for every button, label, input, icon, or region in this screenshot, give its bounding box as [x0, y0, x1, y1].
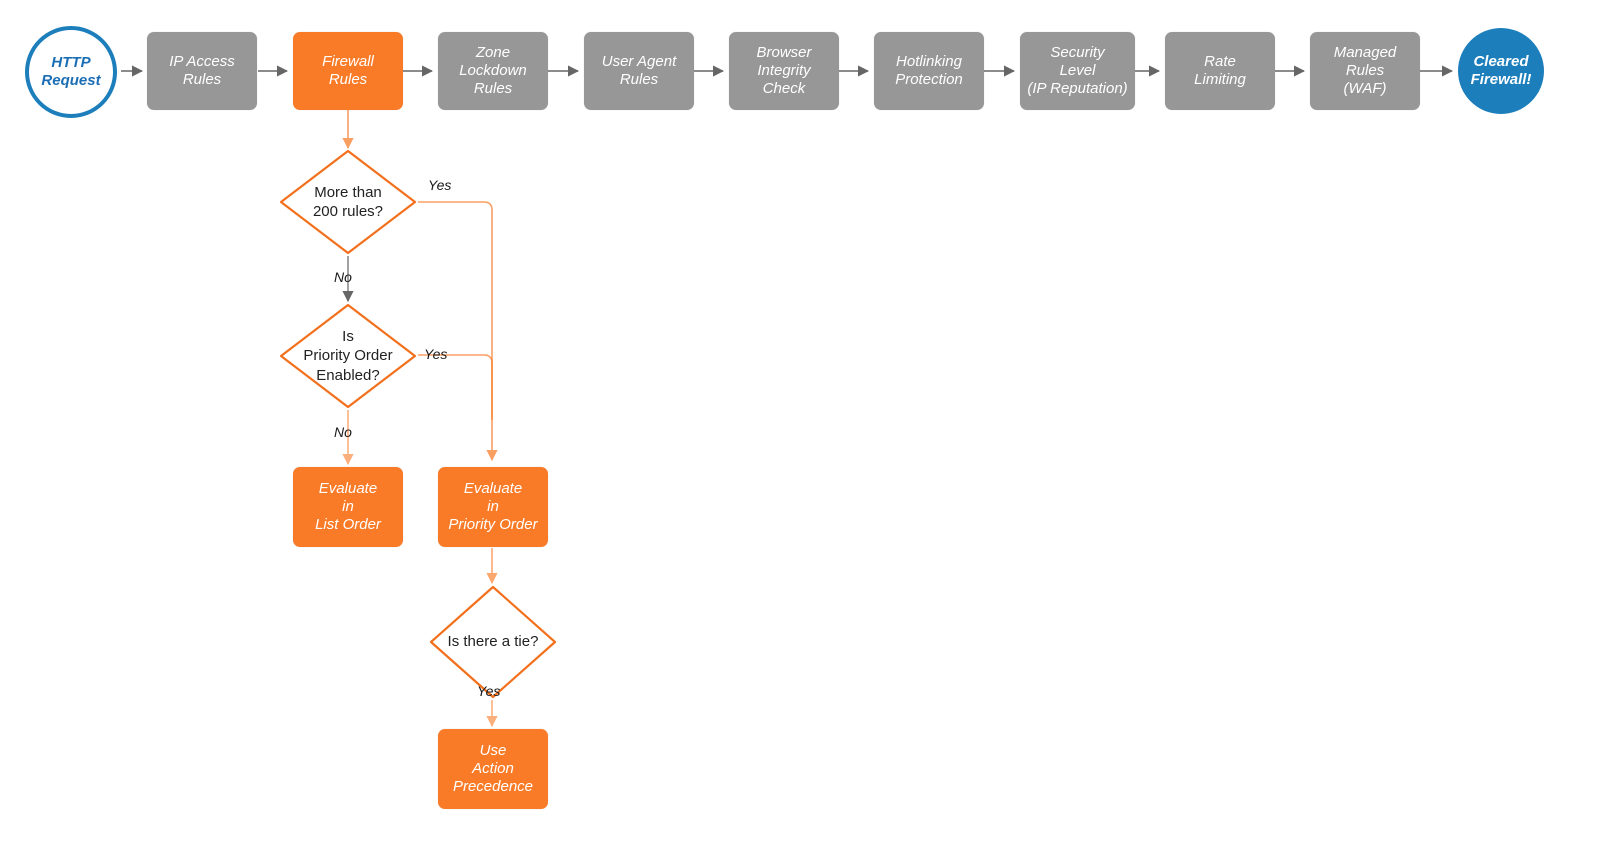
node-evaluate-list-order-label: Evaluate in List Order — [315, 479, 381, 534]
decision-rule-count[interactable]: More than 200 rules? — [278, 148, 418, 256]
node-cleared-firewall[interactable]: Cleared Firewall! — [1458, 28, 1544, 114]
edge-label-tie-yes: Yes — [477, 683, 501, 699]
decision-rule-count-shape — [279, 149, 417, 255]
node-http-request[interactable]: HTTP Request — [25, 26, 117, 118]
decision-priority-order-shape — [279, 303, 417, 409]
node-ip-access-rules[interactable]: IP Access Rules — [147, 32, 257, 110]
edge-rulecount-yes-to-priority-order — [418, 201, 498, 462]
decision-tie-label: Is there a tie? — [447, 633, 539, 651]
edge-label-rulecount-yes: Yes — [428, 177, 452, 193]
node-user-agent-rules-label: User Agent Rules — [601, 52, 677, 88]
node-evaluate-list-order[interactable]: Evaluate in List Order — [293, 467, 403, 547]
node-zone-lockdown-rules-label: Zone Lockdown Rules — [459, 43, 527, 98]
node-hotlinking-protection-label: Hotlinking Protection — [895, 52, 963, 88]
node-evaluate-priority-order-label: Evaluate in Priority Order — [448, 479, 538, 534]
edge-priority-yes-to-priority-order — [418, 354, 493, 420]
node-browser-integrity-check-label: Browser Integrity Check — [756, 43, 812, 98]
node-cleared-firewall-label: Cleared Firewall! — [1470, 52, 1532, 88]
node-rate-limiting-label: Rate Limiting — [1194, 52, 1246, 88]
node-managed-rules-waf-label: Managed Rules (WAF) — [1333, 43, 1397, 98]
decision-priority-order-label: Is Priority Order Enabled? — [303, 328, 393, 384]
node-managed-rules-waf[interactable]: Managed Rules (WAF) — [1310, 32, 1420, 110]
node-ip-access-rules-label: IP Access Rules — [169, 52, 235, 88]
node-hotlinking-protection[interactable]: Hotlinking Protection — [874, 32, 984, 110]
node-firewall-rules-label: Firewall Rules — [322, 52, 374, 88]
decision-tie[interactable]: Is there a tie? — [428, 584, 558, 700]
decision-priority-order[interactable]: Is Priority Order Enabled? — [278, 302, 418, 410]
node-evaluate-priority-order[interactable]: Evaluate in Priority Order — [438, 467, 548, 547]
edge-label-priority-no: No — [334, 424, 352, 440]
edge-label-rulecount-no: No — [334, 269, 352, 285]
node-rate-limiting[interactable]: Rate Limiting — [1165, 32, 1275, 110]
node-use-action-precedence[interactable]: Use Action Precedence — [438, 729, 548, 809]
node-user-agent-rules[interactable]: User Agent Rules — [584, 32, 694, 110]
node-zone-lockdown-rules[interactable]: Zone Lockdown Rules — [438, 32, 548, 110]
edge-label-priority-yes: Yes — [424, 346, 448, 362]
node-security-level-label: Security Level (IP Reputation) — [1027, 43, 1128, 98]
node-use-action-precedence-label: Use Action Precedence — [452, 741, 534, 796]
node-firewall-rules[interactable]: Firewall Rules — [293, 32, 403, 110]
node-http-request-label: HTTP Request — [41, 53, 101, 89]
decision-rule-count-label: More than 200 rules? — [312, 183, 384, 220]
decision-tie-shape — [429, 585, 557, 699]
node-browser-integrity-check[interactable]: Browser Integrity Check — [729, 32, 839, 110]
node-security-level[interactable]: Security Level (IP Reputation) — [1020, 32, 1135, 110]
